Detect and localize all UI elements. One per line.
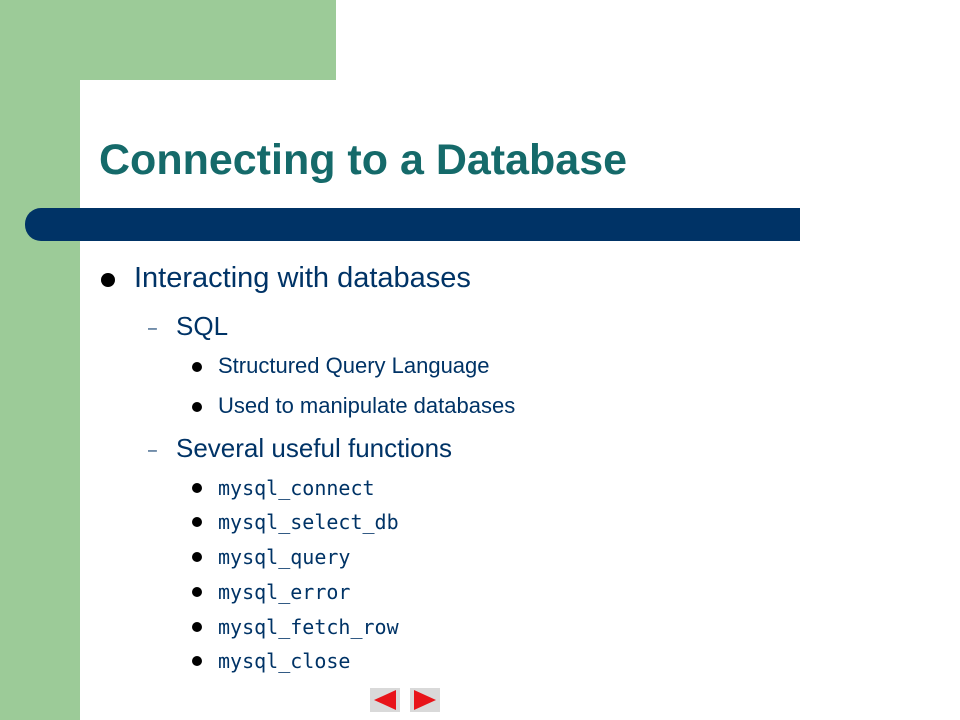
sql-item: Structured Query Language bbox=[218, 353, 490, 378]
function-item: mysql_fetch_row bbox=[218, 615, 399, 639]
bullet-icon bbox=[101, 273, 115, 287]
level1-item: Interacting with databases bbox=[134, 262, 471, 294]
rounded-corner bbox=[80, 80, 140, 140]
bullet-icon bbox=[192, 362, 202, 372]
sql-item: Used to manipulate databases bbox=[218, 393, 516, 418]
bullet-icon bbox=[192, 483, 202, 493]
function-item: mysql_close bbox=[218, 649, 351, 673]
next-slide-button[interactable] bbox=[410, 688, 440, 712]
bullet-icon bbox=[192, 587, 202, 597]
slide-title: Connecting to a Database bbox=[99, 136, 628, 184]
dash-icon: – bbox=[148, 442, 157, 459]
dash-icon: – bbox=[148, 320, 157, 337]
bullet-icon bbox=[192, 402, 202, 412]
bullet-icon bbox=[192, 622, 202, 632]
left-triangle-icon bbox=[374, 690, 396, 710]
bullet-icon bbox=[192, 656, 202, 666]
sql-heading: SQL bbox=[176, 311, 229, 341]
function-item: mysql_select_db bbox=[218, 510, 399, 534]
green-top-band bbox=[0, 0, 336, 80]
function-item: mysql_error bbox=[218, 580, 351, 604]
prev-slide-button[interactable] bbox=[370, 688, 400, 712]
bullet-icon bbox=[192, 552, 202, 562]
function-item: mysql_connect bbox=[218, 476, 375, 500]
green-sidebar-band bbox=[0, 0, 80, 720]
title-underline-bar bbox=[25, 208, 800, 241]
functions-heading: Several useful functions bbox=[176, 433, 453, 463]
function-item: mysql_query bbox=[218, 545, 351, 569]
right-triangle-icon bbox=[414, 690, 436, 710]
bullet-icon bbox=[192, 517, 202, 527]
